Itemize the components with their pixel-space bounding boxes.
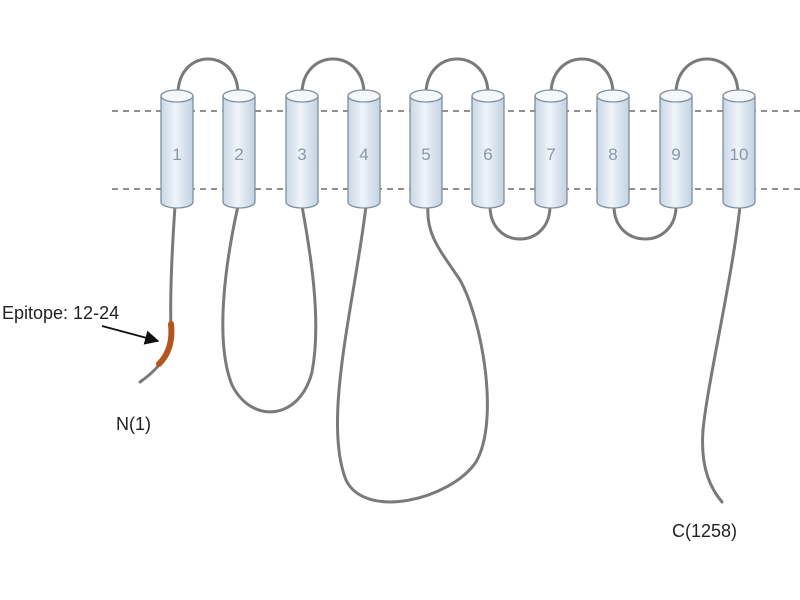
- loop-1-2: [176, 57, 240, 94]
- transmembrane-segments: 1 2 3 4 5 6 7 8 9 10: [160, 89, 756, 209]
- n-terminus-label: N(1): [116, 414, 151, 434]
- segment-number: 8: [608, 145, 617, 164]
- loop-6-7: [488, 204, 552, 241]
- loops: [138, 57, 742, 504]
- cylinder-top: [471, 89, 505, 103]
- cylinder-body: [471, 95, 505, 209]
- segment-number: 9: [671, 145, 680, 164]
- loop-7-8: [549, 57, 615, 94]
- loop-3-4: [300, 57, 366, 94]
- cylinder-body: [596, 95, 630, 209]
- segment-number: 2: [234, 145, 243, 164]
- cylinder-body: [347, 95, 381, 209]
- cylinder-top: [409, 89, 443, 103]
- cylinder-top: [222, 89, 256, 103]
- cylinder-body: [160, 95, 194, 209]
- n-terminal-tail: [138, 204, 177, 384]
- cylinder-top: [659, 89, 693, 103]
- c-terminal-tail: [701, 204, 742, 504]
- tm-segment-10: 10: [722, 89, 756, 209]
- cylinder-top: [722, 89, 756, 103]
- tm-segment-5: 5: [409, 89, 443, 209]
- tm-segment-7: 7: [534, 89, 568, 209]
- loop-2-3: [221, 204, 318, 414]
- tm-segment-6: 6: [471, 89, 505, 209]
- cylinder-body: [285, 95, 319, 209]
- cylinder-top: [534, 89, 568, 103]
- tm-segment-8: 8: [596, 89, 630, 209]
- segment-number: 6: [483, 145, 492, 164]
- cylinder-body: [409, 95, 443, 209]
- segment-number: 10: [730, 145, 749, 164]
- segment-number: 4: [359, 145, 368, 164]
- tm-segment-4: 4: [347, 89, 381, 209]
- loop-5-6: [424, 57, 490, 94]
- loop-8-9: [612, 204, 678, 241]
- cylinder-body: [722, 95, 756, 209]
- segment-number: 1: [172, 145, 181, 164]
- cylinder-body: [222, 95, 256, 209]
- tm-segment-1: 1: [160, 89, 194, 209]
- tm-segment-3: 3: [285, 89, 319, 209]
- segment-number: 3: [297, 145, 306, 164]
- tm-segment-2: 2: [222, 89, 256, 209]
- segment-number: 5: [421, 145, 430, 164]
- tm-segment-9: 9: [659, 89, 693, 209]
- c-terminus-label: C(1258): [672, 521, 737, 541]
- loop-4-5: [335, 204, 489, 504]
- cylinder-body: [534, 95, 568, 209]
- cylinder-top: [285, 89, 319, 103]
- cylinder-top: [596, 89, 630, 103]
- cylinder-body: [659, 95, 693, 209]
- loop-9-10: [674, 57, 740, 94]
- cylinder-top: [347, 89, 381, 103]
- epitope-arrow: [101, 325, 160, 345]
- cylinder-top: [160, 89, 194, 103]
- epitope-region: [156, 321, 175, 367]
- epitope-label: Epitope: 12-24: [2, 303, 119, 323]
- segment-number: 7: [546, 145, 555, 164]
